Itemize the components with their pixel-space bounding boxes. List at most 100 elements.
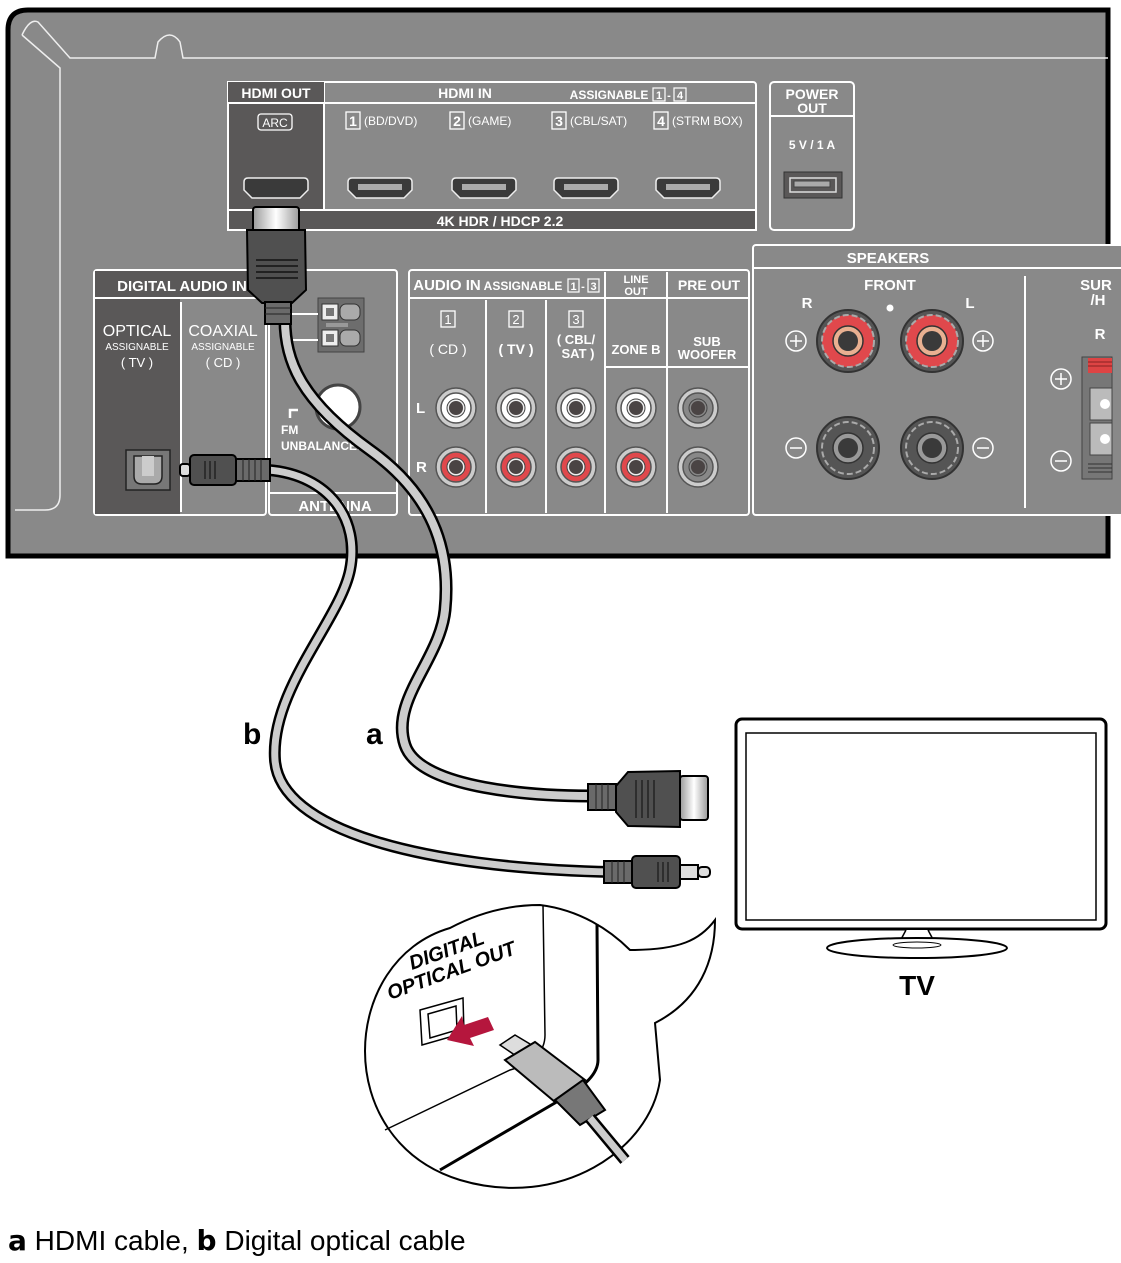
surround-title: SUR <box>1080 277 1112 294</box>
audio-channel-1-label: ( CD ) <box>429 341 466 357</box>
speakers-title: SPEAKERS <box>847 250 930 267</box>
tv-label: TV <box>899 970 935 1001</box>
hdmi-in-port-2[interactable]: 2 (GAME) <box>449 111 517 199</box>
subwoofer-label-2: WOOFER <box>678 347 737 362</box>
optical-plug-receiver-end <box>179 454 271 486</box>
rca-jack-right[interactable] <box>435 446 477 488</box>
hdmi-in-port-3[interactable]: 3 (CBL/SAT) <box>551 111 627 199</box>
optical-plug-callout <box>498 1034 630 1164</box>
surround-minus-icon <box>1050 450 1072 472</box>
surround-title-2: /H <box>1091 292 1106 309</box>
hdmi-in-port-1[interactable]: 1 (BD/DVD) <box>345 111 417 199</box>
power-out-section: POWER OUT 5 V / 1 A <box>769 81 855 231</box>
rca-jack-left[interactable] <box>615 387 657 429</box>
minus-icon <box>785 437 807 459</box>
analog-audio-section: AUDIO IN ASSIGNABLE 1 - 3 LINE OUT PRE O… <box>408 269 750 516</box>
digital-audio-in-section: DIGITAL AUDIO IN OPTICAL ASSIGNABLE ( TV… <box>93 269 267 516</box>
caption-a-text: HDMI cable, <box>26 1225 197 1256</box>
cable-a-label: a <box>366 718 383 751</box>
hdmi-in-port-number: 4 <box>657 113 665 129</box>
usb-port[interactable] <box>783 171 843 199</box>
audio-channel-3-label: ( CBL/ <box>557 332 596 347</box>
plus-icon <box>972 330 994 352</box>
caption-a-letter: a <box>8 1224 27 1257</box>
front-speaker-terminal-negative[interactable] <box>816 416 880 480</box>
right-channel-label: R <box>416 459 427 476</box>
hdmi-out-port[interactable] <box>243 177 309 199</box>
audio-channel-3-label-2: SAT ) <box>562 346 595 361</box>
power-out-title-2: OUT <box>797 100 827 116</box>
line-out-title-2: OUT <box>624 286 648 298</box>
optical-label: OPTICAL <box>103 323 172 340</box>
audio-channel-3-num: 3 <box>572 312 579 327</box>
surround-push-terminal[interactable] <box>1081 356 1113 480</box>
optical-in-port[interactable] <box>125 449 171 491</box>
subwoofer-jack[interactable] <box>677 446 719 488</box>
rca-jack-right[interactable] <box>495 446 537 488</box>
hdmi-in-title: HDMI IN <box>438 85 492 101</box>
arc-badge: ARC <box>262 116 288 130</box>
assignable-from-badge: 1 <box>656 90 662 102</box>
subwoofer-label: SUB <box>693 334 720 349</box>
am-antenna-terminal[interactable] <box>289 297 365 353</box>
hdmi-in-assignable: ASSIGNABLE <box>570 88 649 102</box>
coaxial-default: ( CD ) <box>206 355 241 370</box>
hdmi-in-port-number: 2 <box>453 113 461 129</box>
pre-out-title: PRE OUT <box>678 277 741 293</box>
assignable-to-badge: 4 <box>677 90 684 102</box>
optical-out-callout: DIGITAL OPTICAL OUT <box>364 903 717 1189</box>
audio-assignable-dash: - <box>581 281 585 293</box>
rca-jack-left[interactable] <box>435 387 477 429</box>
optical-cable-b <box>267 464 613 878</box>
front-left-label: L <box>965 295 974 312</box>
caption-b-text: Digital optical cable <box>216 1225 466 1256</box>
front-right-label: R <box>802 295 813 312</box>
rca-jack-right[interactable] <box>555 446 597 488</box>
plus-icon <box>785 330 807 352</box>
unbalanced-label: UNBALANCED <box>281 439 366 453</box>
hdmi-in-port-4[interactable]: 4(STRM BOX) <box>653 111 743 199</box>
panel-outline-groove <box>21 20 1108 59</box>
insert-arrow-icon <box>447 1016 494 1046</box>
line-out-title: LINE <box>623 274 648 286</box>
front-title: FRONT <box>864 277 916 294</box>
left-channel-label: L <box>416 400 425 417</box>
rca-jack-right[interactable] <box>615 446 657 488</box>
hdmi-in-port-number: 3 <box>555 113 563 129</box>
rca-jack-left[interactable] <box>555 387 597 429</box>
coaxial-label: COAXIAL <box>188 323 257 340</box>
hdmi-in-port-label: (BD/DVD) <box>364 114 417 128</box>
fm-label: FM <box>281 423 298 437</box>
audio-assignable-from: 1 <box>570 281 576 293</box>
speakers-section: SPEAKERS FRONT R L SUR /H R <box>752 244 1121 516</box>
tv: TV <box>734 717 1108 1001</box>
front-speaker-terminal-positive[interactable] <box>816 309 880 373</box>
coaxial-assignable: ASSIGNABLE <box>191 342 255 353</box>
hdmi-plug-tv-end <box>587 769 709 829</box>
subwoofer-jack[interactable] <box>677 387 719 429</box>
optical-default: ( TV ) <box>121 355 153 370</box>
front-speaker-terminal-positive[interactable] <box>900 309 964 373</box>
audio-in-assignable: ASSIGNABLE <box>484 279 563 293</box>
optical-assignable: ASSIGNABLE <box>105 342 169 353</box>
front-speaker-terminal-negative[interactable] <box>900 416 964 480</box>
rca-jack-left[interactable] <box>495 387 537 429</box>
surround-plus-icon <box>1050 368 1072 390</box>
hdmi-in-port-label: (GAME) <box>468 114 511 128</box>
digital-audio-in-title: DIGITAL AUDIO IN <box>117 278 247 295</box>
hdmi-in-port-label: (CBL/SAT) <box>570 114 627 128</box>
audio-channel-1-num: 1 <box>444 312 451 327</box>
power-rating: 5 V / 1 A <box>789 138 836 152</box>
zone-b-label: ZONE B <box>611 342 660 357</box>
hdmi-cable-a <box>278 319 591 803</box>
hdmi-out-section: HDMI OUT ARC <box>227 81 757 231</box>
minus-icon <box>972 437 994 459</box>
figure-caption: a HDMI cable, b Digital optical cable <box>8 1224 466 1257</box>
caption-b-letter: b <box>196 1224 217 1257</box>
hdmi-in-port-number: 1 <box>349 113 357 129</box>
cable-b-label: b <box>243 718 261 751</box>
power-out-title: POWER <box>786 86 839 102</box>
audio-channel-2-num: 2 <box>512 312 519 327</box>
hdcp-footer: 4K HDR / HDCP 2.2 <box>437 213 564 229</box>
